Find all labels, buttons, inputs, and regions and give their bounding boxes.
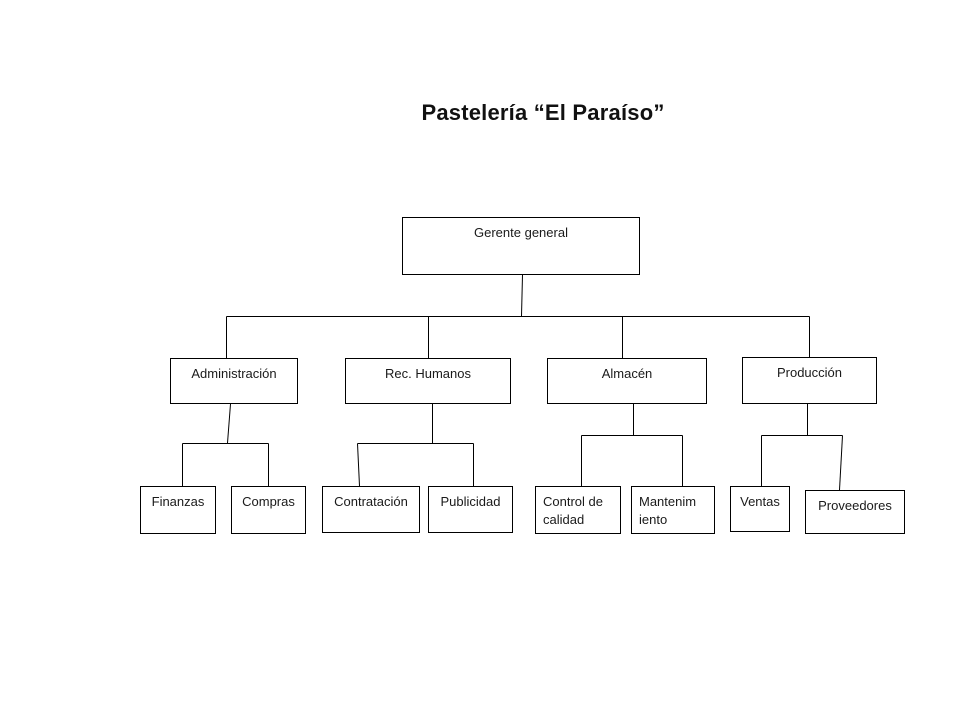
org-node-label: Proveedores <box>818 498 892 513</box>
connector-line <box>839 435 843 491</box>
org-node-label: Contratación <box>334 494 408 509</box>
org-node-gerente-general[interactable]: Gerente general <box>402 217 640 275</box>
org-node-contratacion[interactable]: Contratación <box>322 486 420 533</box>
org-node-label: Publicidad <box>440 494 501 509</box>
org-node-produccion[interactable]: Producción <box>742 357 877 404</box>
org-node-finanzas[interactable]: Finanzas <box>140 486 216 534</box>
org-node-label: Administración <box>191 366 277 381</box>
connector-line <box>521 274 523 317</box>
org-node-almacen[interactable]: Almacén <box>547 358 707 404</box>
org-node-administracion[interactable]: Administración <box>170 358 298 404</box>
org-node-label: Mantenim iento <box>639 494 697 527</box>
org-node-label: Finanzas <box>151 494 205 509</box>
org-node-label: Control de calidad <box>543 494 603 527</box>
chart-title: Pastelería “El Paraíso” <box>421 100 665 125</box>
org-node-label: Producción <box>776 365 843 380</box>
connector-line <box>357 443 360 487</box>
org-node-label: Rec. Humanos <box>385 366 471 381</box>
org-node-rec-humanos[interactable]: Rec. Humanos <box>345 358 511 404</box>
org-node-compras[interactable]: Compras <box>231 486 306 534</box>
org-node-label: Ventas <box>740 494 780 509</box>
org-node-ventas[interactable]: Ventas <box>730 486 790 532</box>
org-node-proveedores[interactable]: Proveedores <box>805 490 905 534</box>
org-node-label: Almacén <box>601 366 653 381</box>
org-node-control-de-calidad[interactable]: Control de calidad <box>535 486 621 534</box>
org-node-mantenimiento[interactable]: Mantenim iento <box>631 486 715 534</box>
org-node-publicidad[interactable]: Publicidad <box>428 486 513 533</box>
org-node-label: Compras <box>242 494 295 509</box>
connector-line <box>227 403 231 444</box>
org-node-label: Gerente general <box>474 225 568 240</box>
